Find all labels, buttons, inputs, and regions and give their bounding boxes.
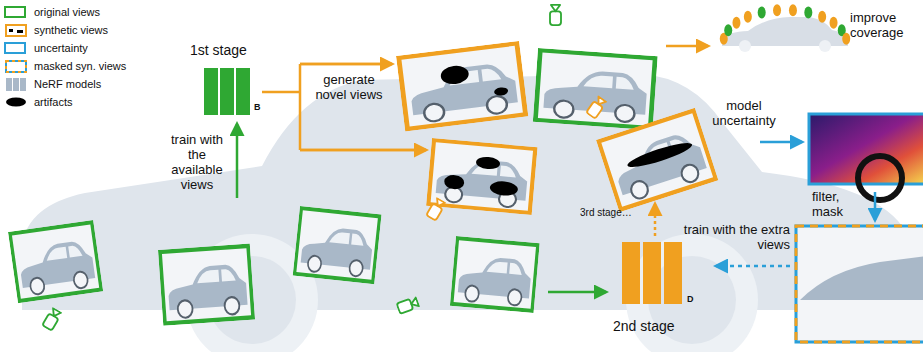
- legend-row: artifacts: [4, 94, 73, 110]
- first-stage-model: 1st stageB: [190, 42, 270, 118]
- coverage-dot: [732, 17, 740, 29]
- legend-row: uncertainty: [4, 40, 88, 56]
- step-label: train with the available views: [163, 132, 231, 192]
- step-label: generate novel views: [308, 72, 390, 102]
- legend-sample-slot: [4, 24, 26, 36]
- legend-sample-slot: [4, 60, 26, 72]
- legend-text: masked syn. views: [34, 60, 126, 72]
- legend-text: synthetic views: [34, 24, 108, 36]
- legend-samples: [6, 25, 26, 107]
- legend-text: uncertainty: [34, 42, 88, 54]
- coverage-dot: [773, 4, 781, 16]
- step-label: train with the extra views: [676, 222, 790, 252]
- stage-title: 2nd stage: [613, 318, 675, 334]
- step-label: model uncertainty: [704, 98, 784, 128]
- legend-swatch: [4, 6, 26, 18]
- legend-row: masked syn. views: [4, 58, 126, 74]
- batch-letter: D: [687, 294, 694, 304]
- result-label: improve coverage: [850, 10, 920, 40]
- coverage-dot: [744, 11, 752, 23]
- first-stage-models: [204, 68, 250, 115]
- coverage-dot: [830, 17, 838, 29]
- coverage-dot: [818, 11, 826, 23]
- legend-sample-slot: [4, 78, 26, 90]
- batch-letter: B: [254, 102, 261, 112]
- legend-text: artifacts: [34, 96, 73, 108]
- second-stage-model: 2nd stage D: [613, 238, 705, 338]
- uncertainty-map: [809, 114, 923, 200]
- coverage-dot: [758, 6, 766, 18]
- second-stage-models: [622, 242, 682, 304]
- coverage-dot: [842, 33, 850, 45]
- synthetic-views: [399, 43, 716, 213]
- camera-icons: [42, 5, 607, 331]
- legend-row: NeRF models: [4, 76, 101, 92]
- stage-title: 1st stage: [190, 42, 247, 58]
- coverage-dot: [804, 6, 812, 18]
- stage-note: 3rd stage…: [580, 207, 650, 219]
- legend-text: NeRF models: [34, 78, 101, 90]
- legend-row: synthetic views: [4, 22, 108, 38]
- coverage-dot: [789, 4, 797, 16]
- original-views: [10, 50, 655, 323]
- legend-sample-slot: [4, 96, 26, 108]
- masked-view: [796, 226, 923, 342]
- coverage-dot: [724, 24, 732, 36]
- process-arrows: [237, 46, 875, 292]
- legend-row: original views: [4, 4, 100, 20]
- step-label: filter, mask: [812, 189, 866, 219]
- coverage-car: [720, 4, 850, 52]
- legend-text: original views: [34, 6, 100, 18]
- legend-swatch: [4, 42, 26, 54]
